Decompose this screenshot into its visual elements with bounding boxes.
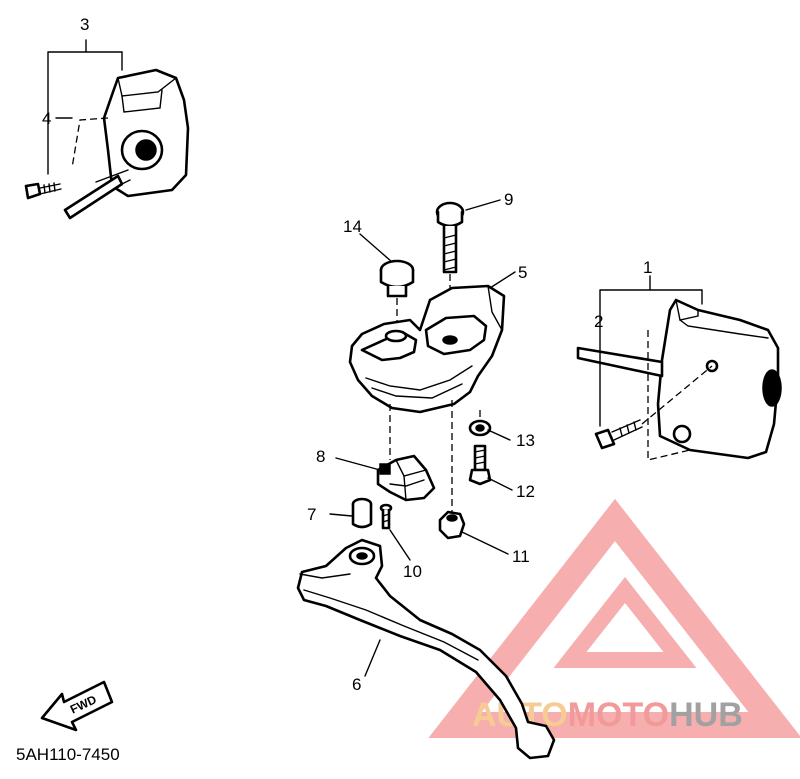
- watermark-logo: AUTOMOTOHUB: [428, 498, 800, 738]
- callout-12: 12: [516, 482, 535, 501]
- callout-5: 5: [518, 263, 527, 282]
- callout-14: 14: [343, 217, 362, 236]
- switch-part-8: [376, 454, 436, 502]
- callout-13: 13: [516, 431, 535, 450]
- callout-7: 7: [307, 505, 316, 524]
- callout-1: 1: [643, 258, 652, 277]
- housing-hidden-edge: [647, 330, 691, 461]
- diagram-code: 5AH110-7450: [16, 745, 120, 764]
- bolt-part-12: [468, 444, 492, 486]
- switch-housing-right: [576, 298, 782, 460]
- callout-3: 3: [80, 15, 89, 34]
- screw-part-4: [24, 182, 62, 200]
- callout-labels: 1 2 3 4 5 6 7 8 9 10 11 12 13 14: [42, 15, 652, 694]
- callout-4: 4: [42, 109, 51, 128]
- callout-10: 10: [403, 562, 422, 581]
- lever-bracket-part-5: [348, 284, 506, 516]
- screw-part-2: [594, 365, 713, 450]
- callout-8: 8: [316, 447, 325, 466]
- lever-part-6: [296, 538, 556, 760]
- callout-6: 6: [352, 675, 361, 694]
- callout-2: 2: [594, 312, 603, 331]
- callout-11: 11: [512, 547, 530, 566]
- fwd-arrow-icon: FWD: [40, 680, 114, 732]
- cap-part-14: [379, 259, 415, 330]
- leader-1-2: [599, 275, 703, 427]
- callout-9: 9: [504, 190, 513, 209]
- leader-3-4: [47, 39, 123, 175]
- washer-part-13: [468, 410, 492, 437]
- switch-housing-left: [63, 68, 190, 220]
- leader-lines: [55, 117, 516, 677]
- screw-part-10: [379, 503, 393, 530]
- nut-part-11: [438, 510, 466, 540]
- bolt-part-9: [435, 201, 465, 342]
- collar-part-7: [351, 497, 373, 529]
